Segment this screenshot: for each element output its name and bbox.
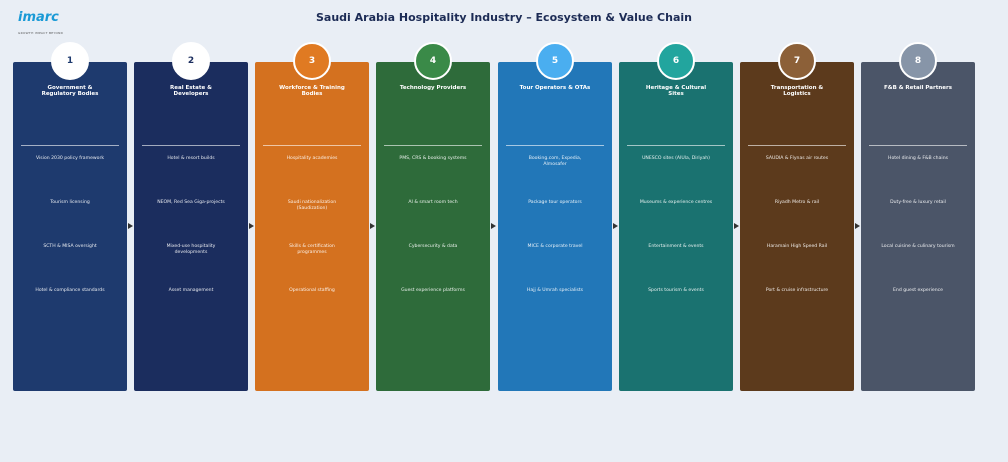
stage-item: Duty-free & luxury retail <box>890 200 946 205</box>
arrow-right-icon <box>855 223 860 229</box>
stage-number-badge: 6 <box>657 42 695 80</box>
divider <box>142 145 240 146</box>
stage-item: Hotel & compliance standards <box>35 288 105 293</box>
stage-title: Technology Providers <box>399 85 467 91</box>
stage-item: Operational staffing <box>289 288 335 293</box>
stage-item: Mixed-use hospitality developments <box>166 244 216 255</box>
stage-title: F&B & Retail Partners <box>884 85 952 91</box>
stage-title: Heritage & Cultural Sites <box>645 85 707 98</box>
stage-item: MICE & corporate travel <box>527 244 583 249</box>
divider <box>384 145 482 146</box>
stage-item: Entertainment & events <box>648 244 704 249</box>
arrow-right-icon <box>370 223 375 229</box>
stage-card: 5 Tour Operators & OTAs Booking.com, Exp… <box>498 42 612 391</box>
stage-card: 4 Technology Providers PMS, CRS & bookin… <box>376 42 490 391</box>
stage-number-badge: 2 <box>172 42 210 80</box>
stage-title: Government & Regulatory Bodies <box>41 85 99 98</box>
arrow-right-icon <box>613 223 618 229</box>
stage-number: 1 <box>66 56 74 66</box>
divider <box>506 145 604 146</box>
stage-number: 3 <box>308 56 316 66</box>
logo: imarc <box>18 10 59 25</box>
stage-number-badge: 8 <box>899 42 937 80</box>
stage-card: 8 F&B & Retail Partners Hotel dining & F… <box>861 42 975 391</box>
stage-number-badge: 4 <box>414 42 452 80</box>
stage-item: Skills & certification programmes <box>289 244 335 255</box>
divider <box>869 145 967 146</box>
stage-item: PMS, CRS & booking systems <box>399 156 467 161</box>
divider <box>627 145 725 146</box>
stage-item: Hajj & Umrah specialists <box>526 288 584 293</box>
divider <box>21 145 119 146</box>
logo-tagline: GROWTH IMPACT BEYOND <box>18 31 64 35</box>
stage-title: Tour Operators & OTAs <box>519 85 591 91</box>
stage-number-badge: 1 <box>51 42 89 80</box>
stage-card: 7 Transportation & Logistics SAUDIA & Fl… <box>740 42 854 391</box>
stage-item: Vision 2030 policy framework <box>35 156 105 161</box>
divider <box>263 145 361 146</box>
stage-number-badge: 5 <box>536 42 574 80</box>
stage-items: UNESCO sites (AlUla, Diriyah) Museums & e… <box>619 156 733 332</box>
stage-items: PMS, CRS & booking systems AI & smart roo… <box>376 156 490 332</box>
stage-title: Real Estate & Developers <box>170 85 212 98</box>
stage-item: Museums & experience centres <box>639 200 713 205</box>
divider <box>748 145 846 146</box>
stage-item: NEOM, Red Sea Giga-projects <box>157 200 225 205</box>
stage-item: Saudi nationalization (Saudization) <box>287 200 337 211</box>
arrow-right-icon <box>734 223 739 229</box>
stage-title: Workforce & Training Bodies <box>279 85 345 98</box>
stage-card: 6 Heritage & Cultural Sites UNESCO sites… <box>619 42 733 391</box>
stage-card: 1 Government & Regulatory Bodies Vision … <box>13 42 127 391</box>
stage-item: Hotel dining & F&B chains <box>887 156 948 161</box>
stage-item: Booking.com, Expedia, Almosafer <box>528 156 582 167</box>
stage-number: 8 <box>914 56 922 66</box>
stage-number: 6 <box>672 56 680 66</box>
stage-number: 4 <box>429 56 437 66</box>
stage-item: SCTH & MISA oversight <box>43 244 97 249</box>
page-title: Saudi Arabia Hospitality Industry – Ecos… <box>316 11 692 24</box>
arrow-right-icon <box>249 223 254 229</box>
stage-item: Port & cruise infrastructure <box>765 288 829 293</box>
stage-number-badge: 7 <box>778 42 816 80</box>
stage-item: Local cuisine & culinary tourism <box>881 244 955 249</box>
stage-item: SAUDIA & Flynas air routes <box>765 156 829 161</box>
stage-item: Haramain High Speed Rail <box>766 244 828 249</box>
stage-item: Package tour operators <box>528 200 582 205</box>
stage-item: UNESCO sites (AlUla, Diriyah) <box>642 156 710 161</box>
stage-item: Asset management <box>168 288 214 293</box>
stage-item: End guest experience <box>893 288 943 293</box>
stage-item: AI & smart room tech <box>408 200 458 205</box>
stage-item: Guest experience platforms <box>401 288 465 293</box>
stage-item: Hotel & resort builds <box>167 156 215 161</box>
stage-item: Tourism licensing <box>50 200 90 205</box>
arrow-right-icon <box>128 223 133 229</box>
stage-item: Cybersecurity & data <box>408 244 458 249</box>
stage-item: Hospitality academies <box>286 156 338 161</box>
stage-title: Transportation & Logistics <box>770 85 824 98</box>
stage-item: Riyadh Metro & rail <box>774 200 820 205</box>
stage-number: 7 <box>793 56 801 66</box>
stage-card: 3 Workforce & Training Bodies Hospitalit… <box>255 42 369 391</box>
arrow-right-icon <box>491 223 496 229</box>
stage-card: 2 Real Estate & Developers Hotel & resor… <box>134 42 248 391</box>
stage-item: Sports tourism & events <box>648 288 704 293</box>
stage-number-badge: 3 <box>293 42 331 80</box>
stage-number: 2 <box>187 56 195 66</box>
stage-number: 5 <box>551 56 559 66</box>
